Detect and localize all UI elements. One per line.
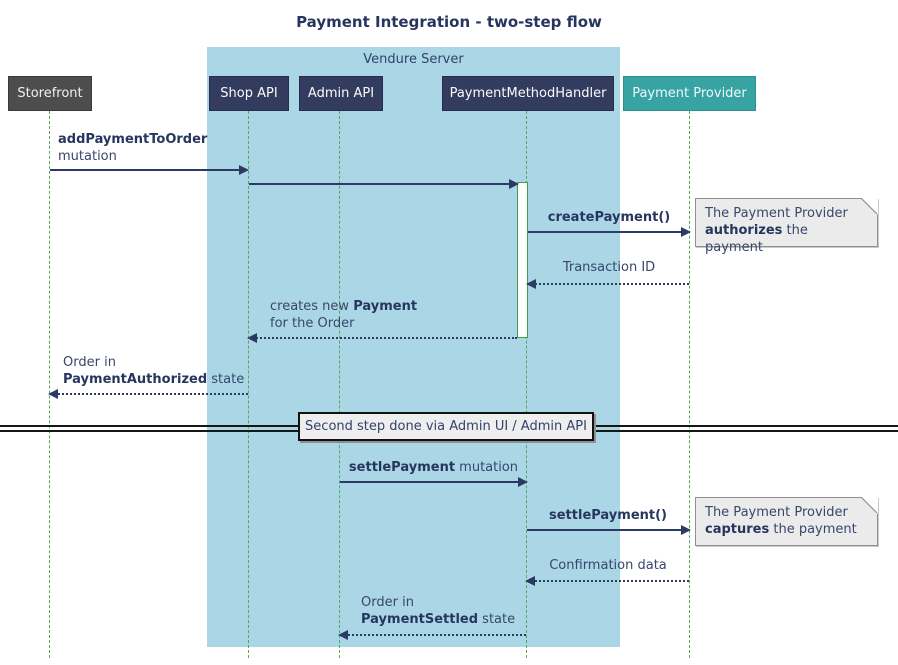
message-label-transaction-id: Transaction ID	[562, 260, 656, 275]
arrowhead	[247, 333, 257, 343]
participant-admin-api: Admin API	[299, 76, 383, 111]
arrow-payment-authorized	[48, 389, 248, 399]
arrowhead	[681, 525, 691, 535]
message-text: PaymentSettled	[361, 612, 479, 627]
participant-shop-api: Shop API	[209, 76, 289, 111]
arrow-payment-settled	[338, 630, 526, 640]
message-label-add-payment-to-order: addPaymentToOrder mutation	[58, 131, 207, 165]
lifeline-shop-api	[248, 111, 249, 658]
arrowhead	[681, 227, 691, 237]
divider-label: Second step done via Admin UI / Admin AP…	[298, 412, 594, 441]
vendure-server-frame: Vendure Server	[207, 47, 620, 647]
message-label-payment-settled: Order in PaymentSettled state	[361, 594, 515, 628]
note-text: the payment	[769, 522, 857, 537]
lifeline-admin-api	[339, 111, 340, 658]
message-text: Order in	[63, 355, 116, 370]
arrow-settle-payment-call	[527, 525, 691, 535]
message-text: settlePayment	[348, 460, 456, 475]
lifeline-storefront	[49, 111, 50, 658]
arrow-shop-api-to-handler	[249, 179, 519, 189]
message-text: PaymentAuthorized	[63, 372, 208, 387]
message-label-creates-payment: creates new Payment for the Order	[270, 298, 417, 332]
message-text: Payment	[353, 299, 418, 314]
message-label-confirmation-data: Confirmation data	[549, 558, 667, 573]
arrowhead	[526, 279, 536, 289]
message-label-create-payment: createPayment()	[528, 209, 690, 226]
lifeline-payment-provider	[689, 111, 690, 658]
arrowhead	[525, 576, 535, 586]
message-text: creates new	[270, 299, 354, 314]
note-text: the payment	[705, 223, 808, 255]
activation-bar-payment-method-handler	[517, 182, 528, 338]
note-text: authorizes	[705, 223, 783, 238]
note-text: captures	[705, 522, 770, 537]
note-text: The Payment Provider	[705, 505, 848, 520]
message-label-settle-payment-call: settlePayment()	[527, 507, 689, 524]
arrow-settle-payment-mutation	[340, 477, 528, 487]
arrow-creates-payment	[247, 333, 517, 343]
arrowhead	[509, 179, 519, 189]
message-text: settlePayment()	[549, 508, 667, 523]
message-text: mutation	[58, 149, 117, 164]
note-fold-icon	[861, 198, 878, 215]
arrowhead	[48, 389, 58, 399]
participant-storefront: Storefront	[8, 76, 92, 111]
message-text: state	[207, 372, 245, 387]
note-text: The Payment Provider	[705, 206, 848, 221]
note-fold-icon	[861, 497, 878, 514]
message-label-payment-authorized: Order in PaymentAuthorized state	[63, 354, 244, 388]
participant-payment-provider: Payment Provider	[623, 76, 756, 111]
arrowhead	[518, 477, 528, 487]
arrow-confirmation-data	[525, 576, 689, 586]
arrow-transaction-id	[526, 279, 689, 289]
arrow-create-payment	[528, 227, 691, 237]
message-text: for the Order	[270, 316, 355, 331]
message-text: mutation	[455, 460, 519, 475]
message-text: Order in	[361, 595, 414, 610]
frame-label: Vendure Server	[363, 52, 464, 67]
message-label-settle-payment-mutation: settlePayment mutation	[340, 459, 527, 476]
message-text: state	[478, 612, 516, 627]
lifeline-payment-method-handler	[526, 111, 527, 658]
message-text: createPayment()	[547, 210, 671, 225]
arrow-add-payment-to-order	[50, 165, 249, 175]
note-authorizes: The Payment Provider authorizes the paym…	[695, 198, 878, 255]
arrowhead	[239, 165, 249, 175]
participant-payment-method-handler: PaymentMethodHandler	[442, 76, 614, 111]
arrowhead	[338, 630, 348, 640]
page-title: Payment Integration - two-step flow	[296, 13, 602, 31]
note-captures: The Payment Provider captures the paymen…	[695, 497, 878, 546]
message-text: addPaymentToOrder	[58, 132, 208, 147]
